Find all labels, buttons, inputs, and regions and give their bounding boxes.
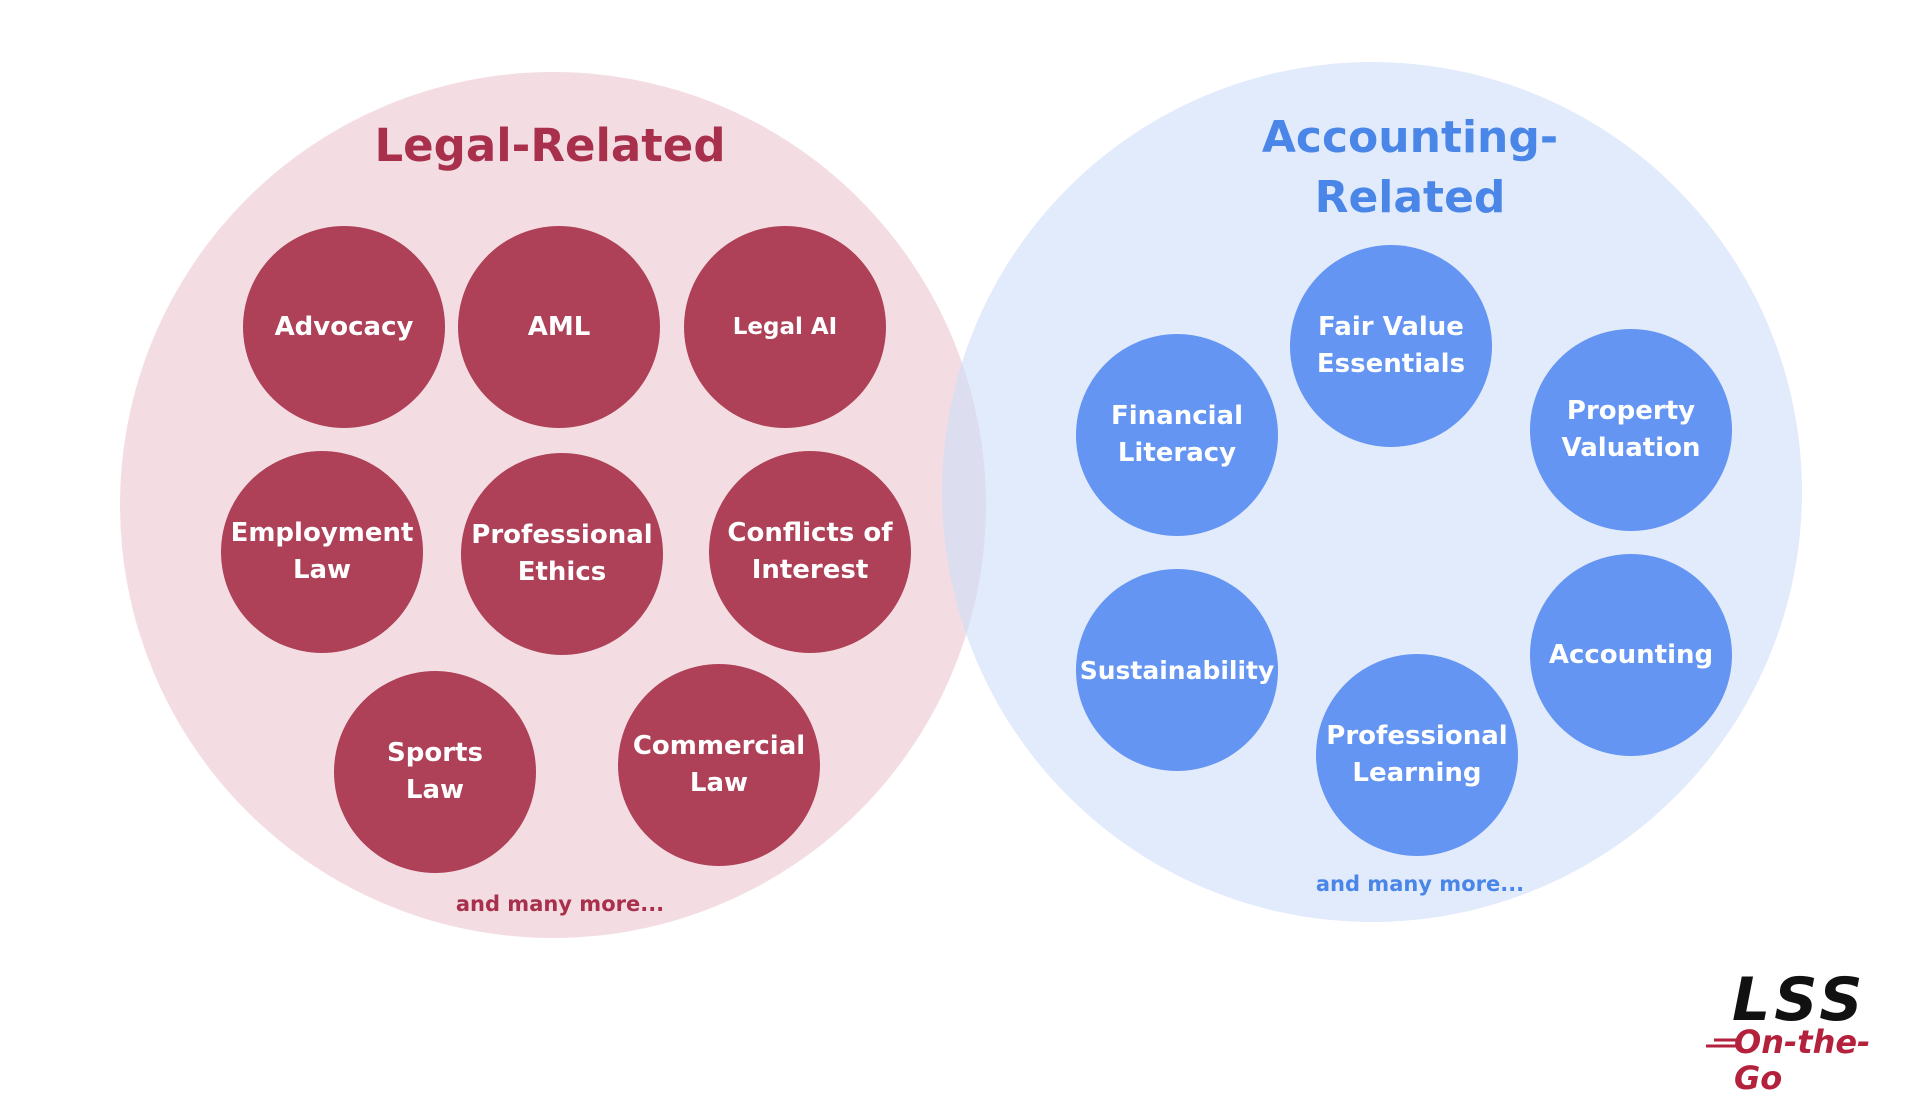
topic-label: Fair Value Essentials [1316,312,1466,379]
topic-label: Conflicts of Interest [727,518,893,585]
topic-sports-law: Sports Law [334,671,536,873]
topic-property-valuation: Property Valuation [1530,329,1732,531]
topic-label: Professional Learning [1326,721,1508,788]
legal-and-many-more: and many more... [455,892,665,916]
topic-accounting: Accounting [1530,554,1732,756]
accounting-related-title: Accounting- Related [1261,112,1559,223]
topic-legal-ai: Legal AI [684,226,886,428]
logo-wordmark: LSS [1732,965,1867,1035]
topic-financial-literacy: Financial Literacy [1076,334,1278,536]
lss-on-the-go-logo: LSS On-the-Go [1700,965,1900,1096]
topic-label: Legal AI [732,313,838,340]
legal-related-title: Legal-Related [374,119,726,172]
topic-conflicts-of-interest: Conflicts of Interest [709,451,911,653]
topic-label: AML [527,311,591,342]
topic-label: Financial Literacy [1110,401,1244,468]
topic-employment-law: Employment Law [221,451,423,653]
topic-label: Accounting [1548,639,1714,670]
topic-label: Commercial Law [632,731,806,798]
topic-professional-ethics: Professional Ethics [461,453,663,655]
topic-label: Sustainability [1079,655,1275,685]
topic-aml: AML [458,226,660,428]
topic-advocacy: Advocacy [243,226,445,428]
topic-label: Property Valuation [1561,396,1701,463]
topic-label: Advocacy [274,311,414,342]
accounting-and-many-more: and many more... [1315,872,1525,896]
topic-professional-learning: Professional Learning [1316,654,1518,856]
topic-commercial-law: Commercial Law [618,664,820,866]
topic-fair-value-essentials: Fair Value Essentials [1290,245,1492,447]
topic-label: Sports Law [387,738,483,805]
speed-lines-icon [1706,1038,1736,1048]
topic-label: Employment Law [230,518,414,585]
topic-sustainability: Sustainability [1076,569,1278,771]
logo-tagline: On-the-Go [1734,1023,1871,1097]
topic-label: Professional Ethics [471,520,653,587]
